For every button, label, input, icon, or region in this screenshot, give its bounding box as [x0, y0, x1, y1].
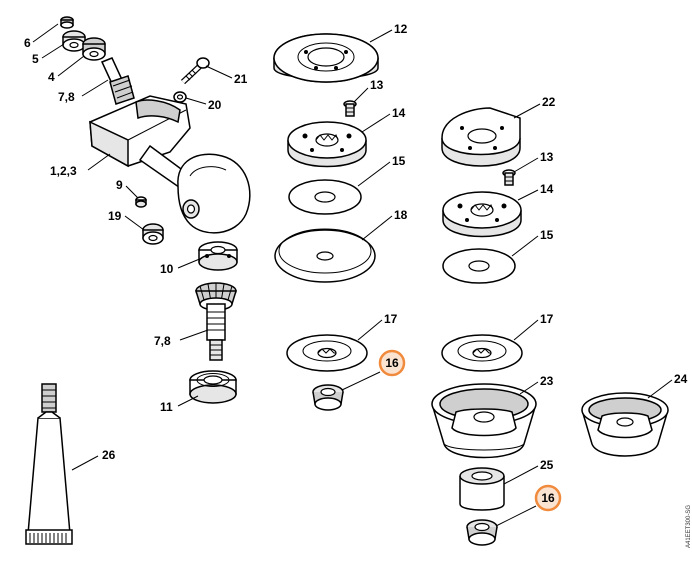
highlight-circle-16a[interactable]	[378, 349, 406, 377]
label-16-middle: 16	[385, 356, 399, 370]
part-21-screw	[180, 57, 210, 85]
label-26: 26	[102, 448, 116, 462]
part-4-nut	[82, 37, 106, 61]
part-7-8-bevel-gear-shaft	[194, 282, 238, 361]
part-17-thrust-washer	[286, 334, 368, 372]
label-21: 21	[234, 72, 248, 86]
part-14-thrust-plate	[287, 121, 367, 168]
part-23-cup	[431, 383, 537, 459]
label-1-2-3: 1,2,3	[50, 164, 77, 178]
label-7-8-lower: 7,8	[154, 334, 171, 348]
label-19: 19	[108, 209, 122, 223]
leader-lines	[32, 23, 673, 527]
label-14-right: 14	[540, 182, 554, 196]
label-25: 25	[540, 458, 554, 472]
part-17-thrust-washer-right	[441, 334, 523, 372]
part-14-thrust-plate-right	[442, 191, 522, 238]
label-13-right: 13	[540, 150, 554, 164]
label-15-right: 15	[540, 228, 554, 242]
label-23: 23	[540, 374, 554, 388]
label-17-right: 17	[540, 312, 554, 326]
part-20-washer	[173, 91, 187, 103]
label-17-middle: 17	[384, 312, 398, 326]
callout-labels: 6 5 4 7,8 21 20 1,2,3 9 19 10 7,8 11 26 …	[24, 22, 688, 505]
label-14-middle: 14	[392, 106, 406, 120]
part-16-nut-right	[466, 519, 498, 546]
label-4: 4	[48, 70, 55, 84]
part-10-ball-bearing	[198, 241, 238, 271]
part-15-washer	[288, 179, 362, 215]
part-11-ball-bearing	[189, 370, 237, 404]
part-5-ring	[62, 30, 86, 52]
label-15-middle: 15	[392, 154, 406, 168]
label-24: 24	[674, 372, 688, 386]
label-6: 6	[24, 36, 31, 50]
part-12-thrust-plate	[273, 33, 379, 83]
label-18: 18	[394, 208, 408, 222]
part-19-screw-plug	[142, 223, 164, 245]
part-25-sleeve	[459, 467, 505, 511]
part-22-thrust-plate	[441, 107, 521, 167]
part-7-8-pinion-gear	[100, 57, 135, 105]
part-16-nut	[312, 384, 344, 411]
label-5: 5	[32, 52, 39, 66]
part-18-ring	[274, 228, 376, 283]
part-6-set-screw	[60, 16, 74, 29]
label-9: 9	[116, 178, 123, 192]
label-10: 10	[160, 262, 174, 276]
part-13-screw-right	[502, 169, 516, 186]
part-1-2-3-gear-housing	[89, 95, 251, 234]
label-12: 12	[394, 22, 408, 36]
reference-code: A41EET300-SG	[686, 505, 692, 548]
part-13-screw	[343, 100, 357, 117]
part-24-cup	[581, 392, 669, 457]
highlight-circle-16b[interactable]	[534, 484, 562, 512]
part-9-plug	[135, 196, 147, 208]
label-11: 11	[160, 400, 173, 414]
label-7-8-top: 7,8	[58, 90, 75, 104]
part-26-grease-tube	[25, 383, 73, 545]
label-16-right: 16	[541, 491, 555, 505]
part-15-washer-right	[442, 248, 516, 284]
label-13-middle: 13	[370, 78, 384, 92]
label-22: 22	[542, 95, 556, 109]
label-20: 20	[208, 98, 222, 112]
